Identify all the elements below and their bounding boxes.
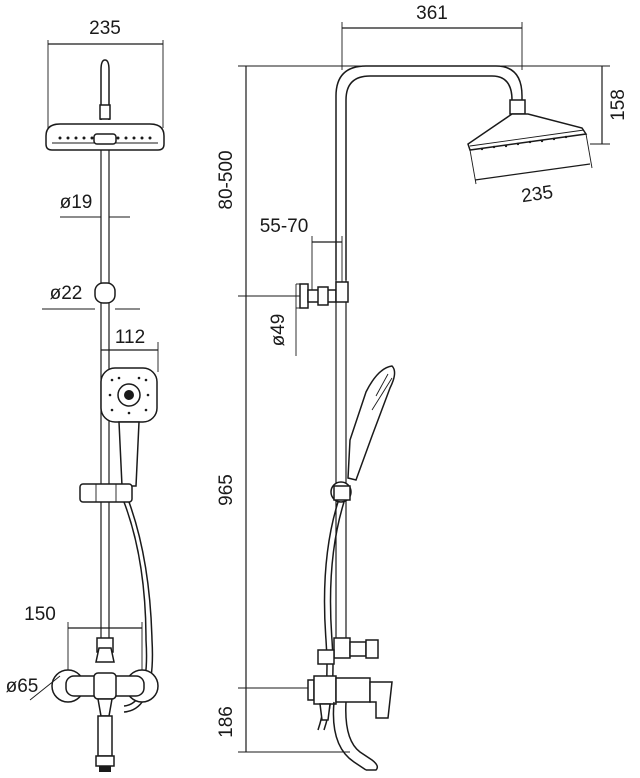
dimension-inlet-spacing: 150: [24, 604, 143, 680]
label-hand-shower-width: 112: [115, 327, 145, 348]
dimension-arm-reach: 361: [341, 3, 523, 70]
label-pipe-diameter: ø19: [60, 192, 93, 213]
dimension-head-drop: 158: [522, 65, 629, 145]
front-view: 235 ø19: [6, 18, 165, 772]
label-arm-reach: 361: [416, 3, 448, 24]
label-head-width-front: 235: [89, 18, 121, 39]
label-bracket-diameter: ø49: [268, 314, 289, 347]
side-shower-arm: [335, 65, 523, 280]
side-rain-head: [467, 113, 588, 151]
label-head-drop: 158: [608, 89, 629, 121]
dimension-flange-diameter: ø65: [6, 675, 61, 701]
front-pipe-holder: [94, 282, 116, 304]
label-flange-diameter: ø65: [6, 676, 39, 697]
front-hand-shower: [100, 367, 158, 487]
dimension-pipe-diameter: ø19: [60, 192, 130, 218]
side-head-connector: [509, 99, 526, 115]
dimension-head-width-side: 235: [469, 133, 593, 207]
side-wall-bracket: [299, 281, 349, 309]
label-head-width-side: 235: [520, 182, 554, 207]
front-riser-top: [100, 59, 110, 120]
label-inlet-spacing: 150: [24, 604, 56, 625]
label-holder-diameter: ø22: [50, 283, 83, 304]
front-slider: [79, 483, 133, 503]
dimension-bracket-diameter: ø49: [268, 283, 304, 356]
dimension-wall-offset: 55-70: [260, 216, 343, 296]
label-mixer-height: 186: [216, 706, 237, 738]
side-lever: [319, 703, 331, 721]
front-hose: [123, 501, 154, 713]
label-rail-height: 965: [216, 474, 237, 506]
front-rain-head: [45, 123, 165, 151]
label-height-range: 80-500: [216, 150, 237, 209]
side-diverter: [317, 637, 379, 665]
side-mixer: [307, 675, 393, 771]
front-head-connector: [99, 104, 111, 120]
side-view: 361 158: [216, 3, 629, 771]
front-spout: [95, 715, 115, 772]
side-hand-shower: [347, 365, 396, 481]
label-wall-offset: 55-70: [260, 216, 309, 237]
dimension-head-width-front: 235: [47, 18, 164, 128]
dimension-hand-shower-width: 112: [100, 327, 159, 372]
front-mixer: [51, 669, 159, 717]
dimension-holder-diameter: ø22: [42, 283, 140, 310]
